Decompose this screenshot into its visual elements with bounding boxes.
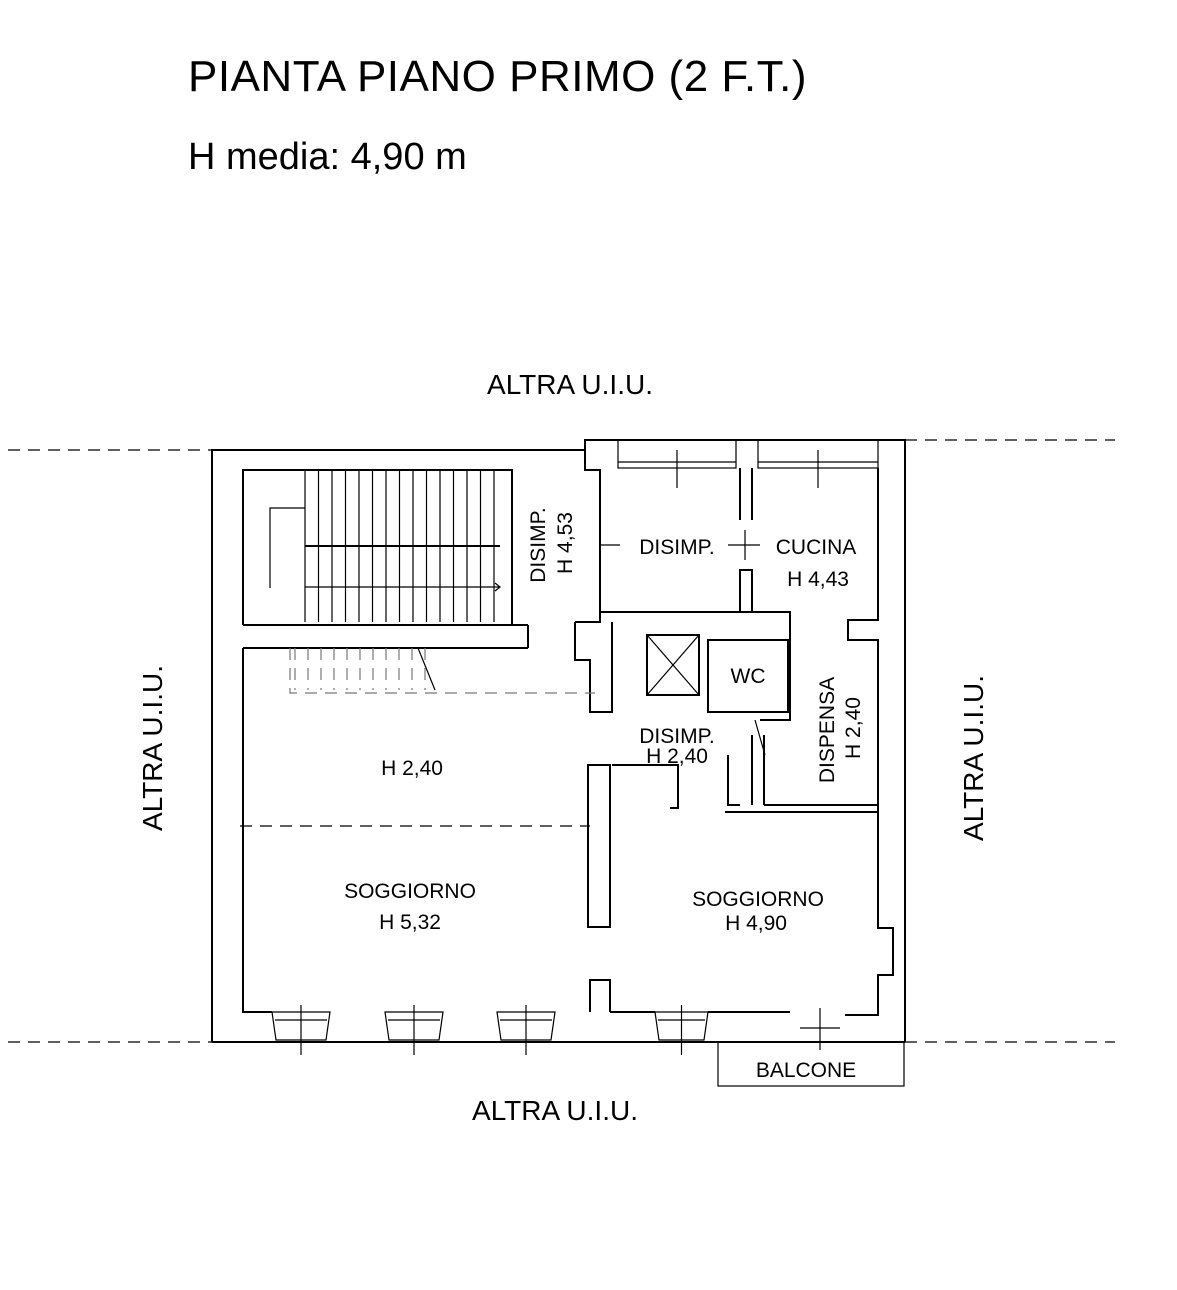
label-altra-bottom: ALTRA U.I.U. [472,1095,638,1126]
label-cucina-height: H 4,43 [787,568,849,591]
staircase [269,470,501,690]
label-soggiorno-right-height: H 4,90 [725,912,787,935]
window [384,1011,444,1041]
boundary-lines [8,439,1115,1043]
window [271,1011,331,1041]
label-disimp-vertical-height: H 4,53 [554,512,577,574]
average-height: H media: 4,90 m [188,136,467,178]
label-dispensa: DISPENSA [816,677,839,783]
label-dispensa-height: H 2,40 [842,697,865,759]
plan-title: PIANTA PIANO PRIMO (2 F.T.) [188,52,807,101]
label-cucina: CUCINA [776,536,857,559]
label-altra-top: ALTRA U.I.U. [487,369,653,400]
interior-walls [574,468,878,1013]
label-balcone: BALCONE [756,1059,856,1082]
label-altra-right: ALTRA U.I.U. [958,675,989,841]
label-mezzanine-height: H 2,40 [381,757,443,780]
label-disimp-top: DISIMP. [639,536,714,559]
bottom-windows [271,1005,709,1055]
label-altra-left: ALTRA U.I.U. [137,665,168,831]
label-soggiorno-right: SOGGIORNO [692,888,824,911]
label-disimp-vertical: DISIMP. [527,507,550,582]
top-windows [617,439,879,488]
label-disimp-mid: DISIMP. [639,725,714,748]
label-wc: WC [731,665,766,688]
balcony [717,1008,905,1087]
label-soggiorno-left-height: H 5,32 [379,911,441,934]
label-soggiorno-left: SOGGIORNO [344,880,476,903]
window [496,1011,556,1041]
window [654,1011,709,1041]
mezzanine-lines [240,647,595,827]
label-disimp-mid-height: H 2,40 [646,745,708,768]
